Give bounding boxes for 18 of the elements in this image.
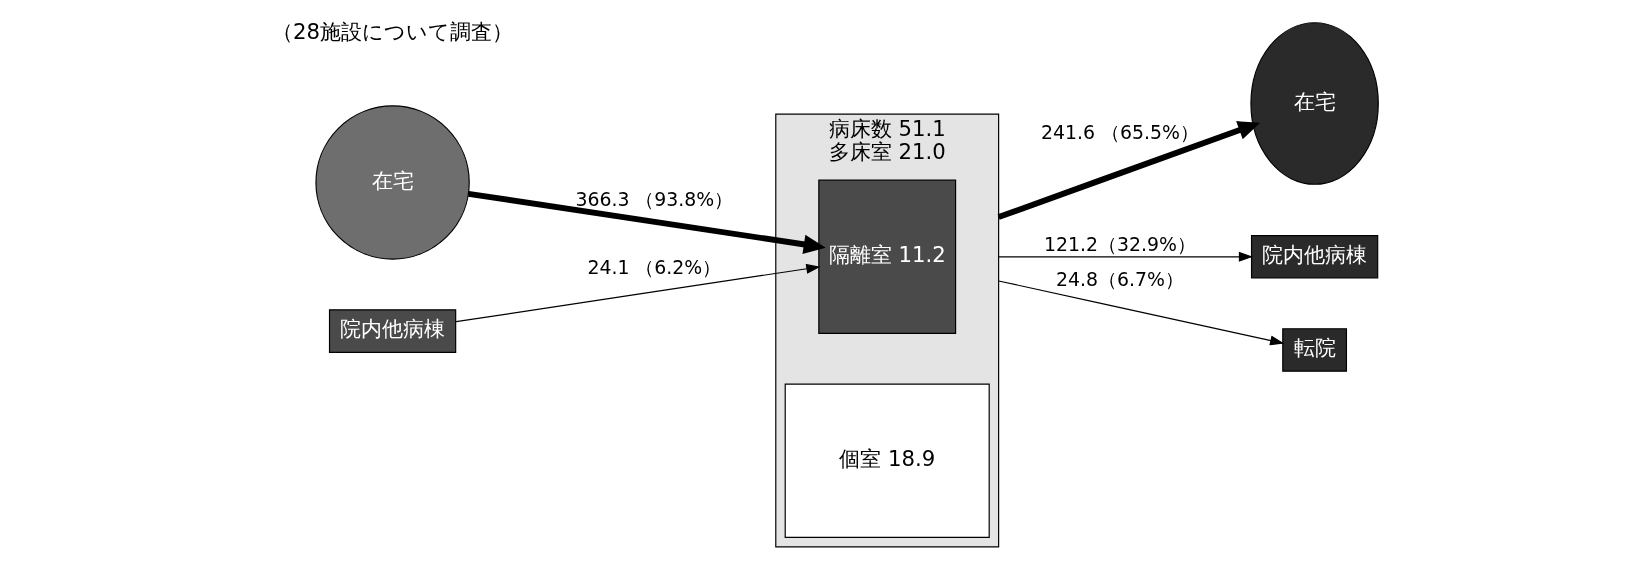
node-ellipse: 在宅: [1249, 22, 1379, 185]
arrow: [997, 251, 1253, 262]
edge-label: 24.8（6.7%）: [1055, 268, 1184, 291]
node-box: 院内他病棟: [1250, 235, 1378, 279]
edge-label: 241.6 （65.5%）: [1040, 120, 1199, 143]
node-box: 院内他病棟: [328, 309, 456, 353]
label: （28施設について調査）: [271, 19, 513, 45]
node-box: 個室 18.9: [784, 383, 990, 538]
edge-label: 366.3 （93.8%）: [574, 187, 733, 210]
edge-label: 121.2（32.9%）: [1043, 232, 1196, 255]
arrow: [997, 280, 1284, 346]
node-box: 隔離室 11.2: [817, 179, 956, 334]
arrow: [455, 263, 820, 323]
arrow: [467, 190, 826, 254]
node-box: 転院: [1281, 328, 1347, 372]
node-circle: 在宅: [314, 105, 470, 260]
arrow: [997, 121, 1260, 220]
edge-label: 24.1 （6.2%）: [586, 256, 721, 279]
